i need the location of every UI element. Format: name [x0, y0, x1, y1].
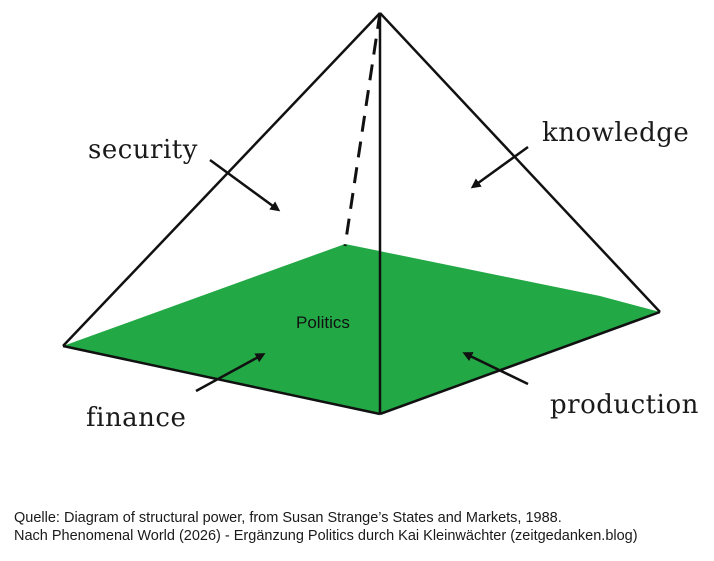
caption-line-attribution: Nach Phenomenal World (2026) - Ergänzung… — [14, 528, 638, 544]
label-security: security — [88, 135, 198, 165]
caption-line-source: Quelle: Diagram of structural power, fro… — [14, 510, 562, 526]
pyramid-base-edge-left — [62, 344, 381, 416]
pyramid-edge-right — [379, 12, 661, 313]
pyramid-base-edge-right — [379, 310, 661, 416]
label-knowledge: knowledge — [542, 118, 689, 148]
security-arrow — [209, 158, 281, 212]
source-caption: Quelle: Diagram of structural power, fro… — [14, 509, 638, 545]
label-production: production — [550, 390, 699, 420]
pyramid-hidden-edge — [343, 12, 382, 247]
label-politics: Politics — [296, 313, 350, 332]
label-finance: finance — [86, 403, 186, 433]
knowledge-arrow — [470, 145, 529, 189]
pyramid-edge-left — [62, 12, 381, 347]
finance-arrow — [195, 353, 266, 393]
production-arrow — [462, 352, 529, 386]
pyramid-base-plane — [63, 244, 660, 414]
